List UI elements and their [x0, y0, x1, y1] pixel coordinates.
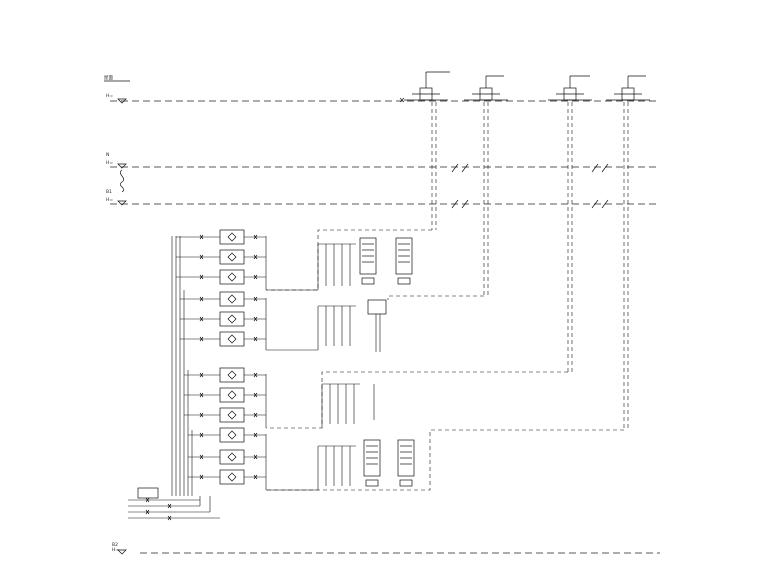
unit-box — [219, 229, 245, 245]
unit-box — [219, 407, 245, 423]
unit-box — [219, 331, 245, 347]
branch-feeds — [266, 229, 624, 491]
manifold-group-2 — [266, 299, 387, 352]
level-label-roof: 屋面 — [104, 75, 113, 81]
unit-box — [219, 367, 245, 383]
level-label-base: B2 — [112, 542, 118, 548]
floor-level-base: B2 H= — [112, 542, 660, 555]
roof-unit-1 — [399, 71, 450, 103]
level-label-mid: B1 — [106, 189, 112, 195]
level-height-roof: H= — [106, 93, 113, 99]
roof-unit-4 — [606, 75, 650, 101]
break-line-symbol — [119, 169, 125, 193]
roof-equipment-group — [399, 71, 650, 103]
unit-box — [219, 427, 245, 443]
main-distribution-pipes — [171, 236, 193, 496]
unit-box — [219, 249, 245, 265]
floor-level-mid: B1 H= — [106, 189, 660, 206]
floor-level-upper: N H= — [106, 152, 660, 193]
vertical-risers — [431, 102, 629, 430]
manifold-group-1 — [266, 237, 413, 291]
level-height-upper: H= — [106, 160, 113, 166]
manifold-group-4 — [266, 439, 415, 491]
unit-box — [219, 469, 245, 485]
equipment-column — [219, 229, 245, 485]
unit-box — [219, 387, 245, 403]
manifold-groups — [266, 237, 415, 491]
box-branch-lines — [176, 234, 267, 490]
inlet-assembly — [128, 487, 220, 521]
unit-box — [219, 449, 245, 465]
roof-unit-2 — [464, 75, 508, 101]
unit-box — [219, 311, 245, 327]
unit-box — [219, 269, 245, 285]
floor-level-roof: 屋面 H= — [104, 75, 660, 104]
level-label-upper: N — [106, 152, 109, 158]
roof-unit-3 — [548, 75, 592, 101]
unit-box — [219, 291, 245, 307]
level-height-mid: H= — [106, 197, 113, 203]
manifold-group-3 — [321, 383, 375, 428]
level-height-base: H= — [112, 547, 119, 553]
